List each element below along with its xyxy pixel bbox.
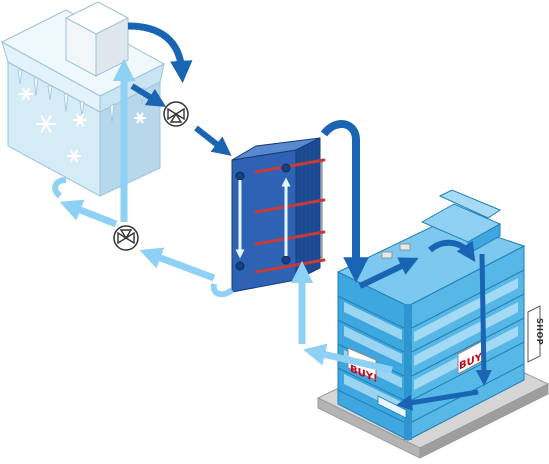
cold-flow-arrow-to-lower-valve (139, 247, 216, 282)
shop-sign: SHOP (527, 305, 544, 363)
upper-three-way-valve (163, 101, 189, 127)
building-basement-arrow (396, 389, 479, 411)
hot-flow-arrow-down-to-building (320, 120, 369, 283)
office-building: SHOP BUY! BUY! (316, 189, 549, 459)
cold-store-building (0, 1, 166, 197)
plate-heat-exchanger (231, 137, 326, 293)
building-riser-arrow-down (475, 253, 492, 386)
shop-sign-label: SHOP (535, 318, 544, 345)
snowflake-icon (18, 87, 147, 163)
icicles (17, 69, 145, 123)
rooftop-unit (64, 1, 130, 77)
cold-flow-arrow-from-building (303, 343, 393, 374)
hot-flow-arrow-to-exchanger (194, 125, 232, 156)
cold-flow-arrow-to-cold-store (59, 199, 118, 228)
hot-flow-arrow-to-valve (130, 83, 167, 108)
building-roof-curve-arrow (428, 239, 476, 262)
cold-flow-exchanger-outlet (210, 283, 234, 298)
lower-three-way-valve (113, 225, 139, 251)
cold-flow-return-curve (52, 177, 67, 199)
building-roof-arrow (358, 257, 419, 289)
plate-ridges (299, 140, 317, 278)
hot-flow-arrow-rooftop (127, 22, 193, 84)
